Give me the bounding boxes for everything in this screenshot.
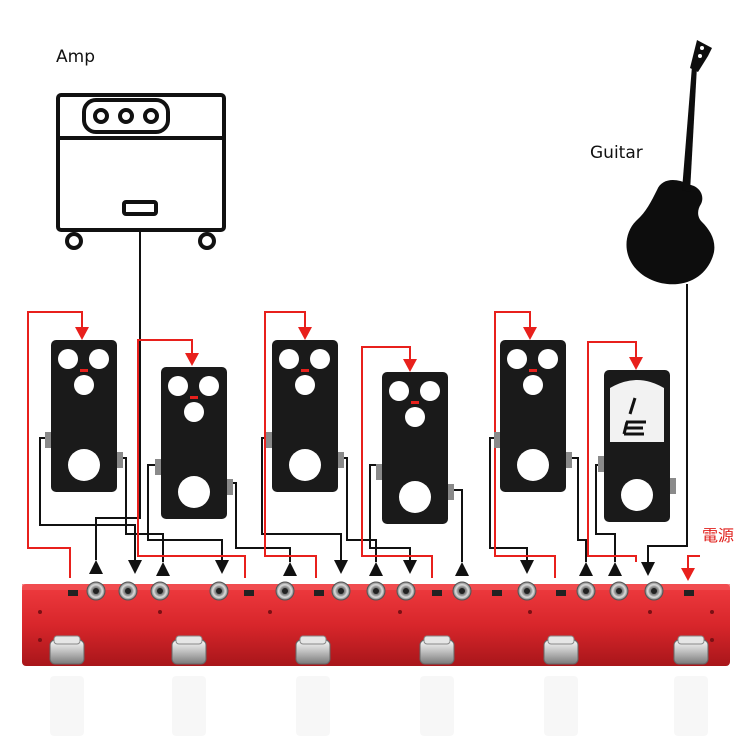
footswitch-icon[interactable] bbox=[295, 635, 331, 665]
footswitch-icon[interactable] bbox=[543, 635, 579, 665]
led-indicator bbox=[80, 369, 88, 372]
amp-label: Amp bbox=[56, 47, 95, 67]
reflection bbox=[50, 676, 708, 736]
jack-icon[interactable] bbox=[118, 581, 138, 601]
effect-pedal-1[interactable] bbox=[45, 340, 123, 492]
footswitch-icon[interactable] bbox=[673, 635, 709, 665]
effect-pedal-3[interactable] bbox=[266, 340, 344, 492]
pedal-knob[interactable] bbox=[523, 375, 543, 395]
pedal-knob[interactable] bbox=[389, 381, 409, 401]
jack-icon[interactable] bbox=[644, 581, 664, 601]
send-arrows bbox=[75, 327, 695, 581]
jack-icon[interactable] bbox=[517, 581, 537, 601]
send-wires bbox=[27, 311, 700, 578]
jack-icon[interactable] bbox=[275, 581, 295, 601]
effect-pedal-5[interactable] bbox=[494, 340, 572, 492]
footswitch-icon[interactable] bbox=[621, 479, 653, 511]
jack-icon[interactable] bbox=[331, 581, 351, 601]
power-label: 電源 bbox=[702, 526, 734, 545]
input-arrows bbox=[89, 560, 622, 576]
jack-icon[interactable] bbox=[150, 581, 170, 601]
footswitch-icon[interactable] bbox=[399, 481, 431, 513]
led-indicator bbox=[301, 369, 309, 372]
pedal-knob[interactable] bbox=[168, 376, 188, 396]
tuner-pedal[interactable] bbox=[598, 370, 676, 522]
output-arrows bbox=[128, 560, 655, 576]
tuner-display-icon bbox=[610, 380, 664, 442]
pedal-knob[interactable] bbox=[420, 381, 440, 401]
jack-icon[interactable] bbox=[609, 581, 629, 601]
pedal-knob[interactable] bbox=[405, 407, 425, 427]
amp-icon bbox=[56, 93, 226, 250]
jack-icon[interactable] bbox=[452, 581, 472, 601]
pedal-knob[interactable] bbox=[58, 349, 78, 369]
footswitch-icon[interactable] bbox=[517, 449, 549, 481]
pedal-knob[interactable] bbox=[74, 375, 94, 395]
footswitch-icon[interactable] bbox=[289, 449, 321, 481]
footswitch-icon[interactable] bbox=[178, 476, 210, 508]
pedal-knob[interactable] bbox=[295, 375, 315, 395]
electric-guitar-icon bbox=[626, 40, 715, 285]
footswitch-icon[interactable] bbox=[171, 635, 207, 665]
pedal-knob[interactable] bbox=[199, 376, 219, 396]
pedal-knob[interactable] bbox=[538, 349, 558, 369]
jack-icon[interactable] bbox=[86, 581, 106, 601]
led-indicator bbox=[190, 396, 198, 399]
footswitch-icon[interactable] bbox=[49, 635, 85, 665]
jack-icon[interactable] bbox=[209, 581, 229, 601]
effect-pedal-2[interactable] bbox=[155, 367, 233, 519]
pedal-knob[interactable] bbox=[507, 349, 527, 369]
pedal-knob[interactable] bbox=[184, 402, 204, 422]
pedal-knob[interactable] bbox=[279, 349, 299, 369]
led-indicator bbox=[411, 401, 419, 404]
jack-icon[interactable] bbox=[366, 581, 386, 601]
pedal-knob[interactable] bbox=[89, 349, 109, 369]
guitar-label: Guitar bbox=[590, 143, 643, 163]
effect-pedal-4[interactable] bbox=[376, 372, 454, 524]
pedal-knob[interactable] bbox=[310, 349, 330, 369]
footswitch-icon[interactable] bbox=[419, 635, 455, 665]
led-indicator bbox=[529, 369, 537, 372]
switcher-footswitches bbox=[49, 635, 709, 665]
jack-icon[interactable] bbox=[576, 581, 596, 601]
footswitch-icon[interactable] bbox=[68, 449, 100, 481]
switcher-jacks bbox=[86, 581, 664, 601]
jack-icon[interactable] bbox=[396, 581, 416, 601]
